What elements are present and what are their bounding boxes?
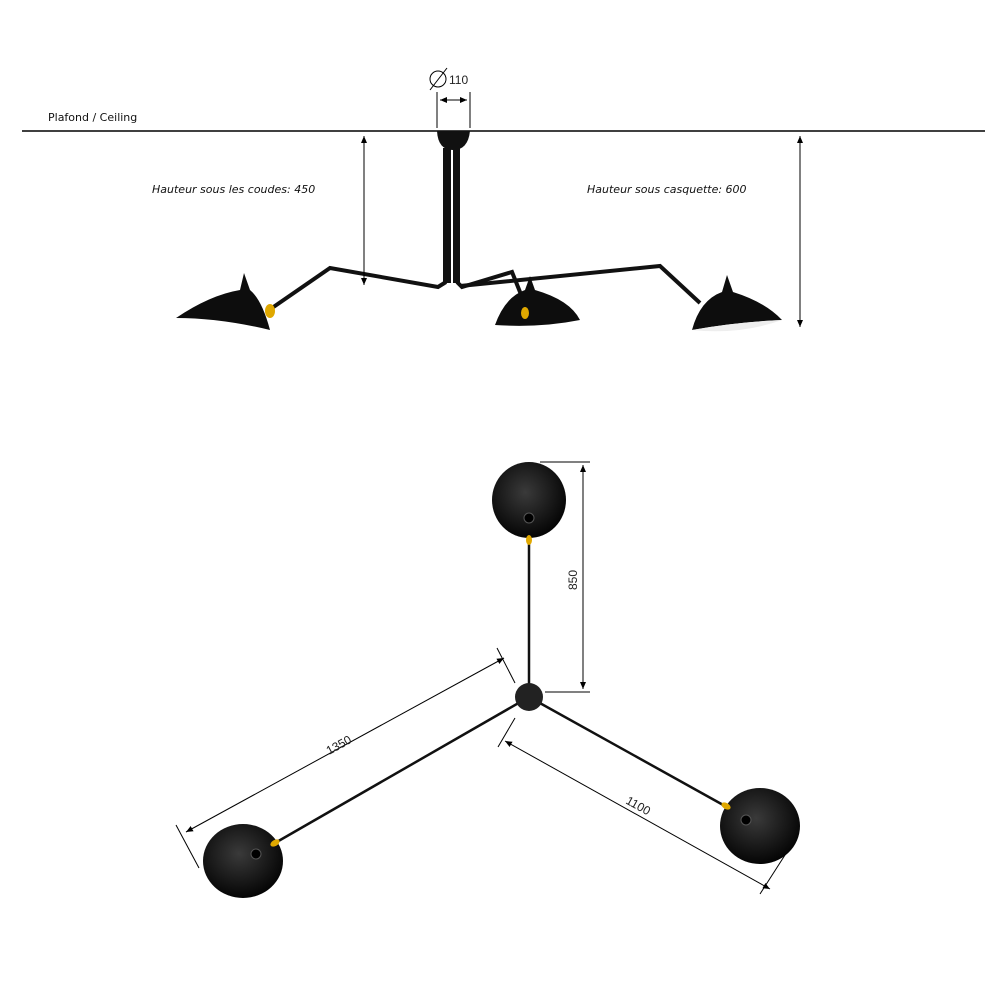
top-view: 850 1350 1100 <box>175 461 800 898</box>
stem <box>443 148 451 283</box>
shade-height-label: Hauteur sous casquette: 600 <box>587 183 747 196</box>
diameter-dimension: 110 <box>429 67 471 128</box>
diameter-label: 110 <box>449 73 468 87</box>
diameter-symbol-icon <box>429 67 448 91</box>
dim-top-label: 850 <box>566 570 580 590</box>
hub <box>515 683 543 711</box>
top-shade-left <box>203 824 283 898</box>
ceiling-label: Plafond / Ceiling <box>48 111 137 124</box>
top-shade-right <box>720 788 800 864</box>
canopy <box>437 131 470 150</box>
side-shade-left <box>176 273 275 330</box>
side-shade-middle <box>495 276 580 326</box>
dim-left-label: 1350 <box>324 732 354 757</box>
dim-right-label: 1100 <box>624 793 654 818</box>
elbow-height-label: Hauteur sous les coudes: 450 <box>152 183 315 196</box>
side-arms <box>270 263 702 310</box>
dimension-top-arm: 850 <box>540 461 590 693</box>
top-shade-top <box>492 462 566 545</box>
side-view: Plafond / Ceiling 110 <box>22 67 985 332</box>
top-arms <box>274 540 726 845</box>
side-shade-right <box>692 275 782 332</box>
